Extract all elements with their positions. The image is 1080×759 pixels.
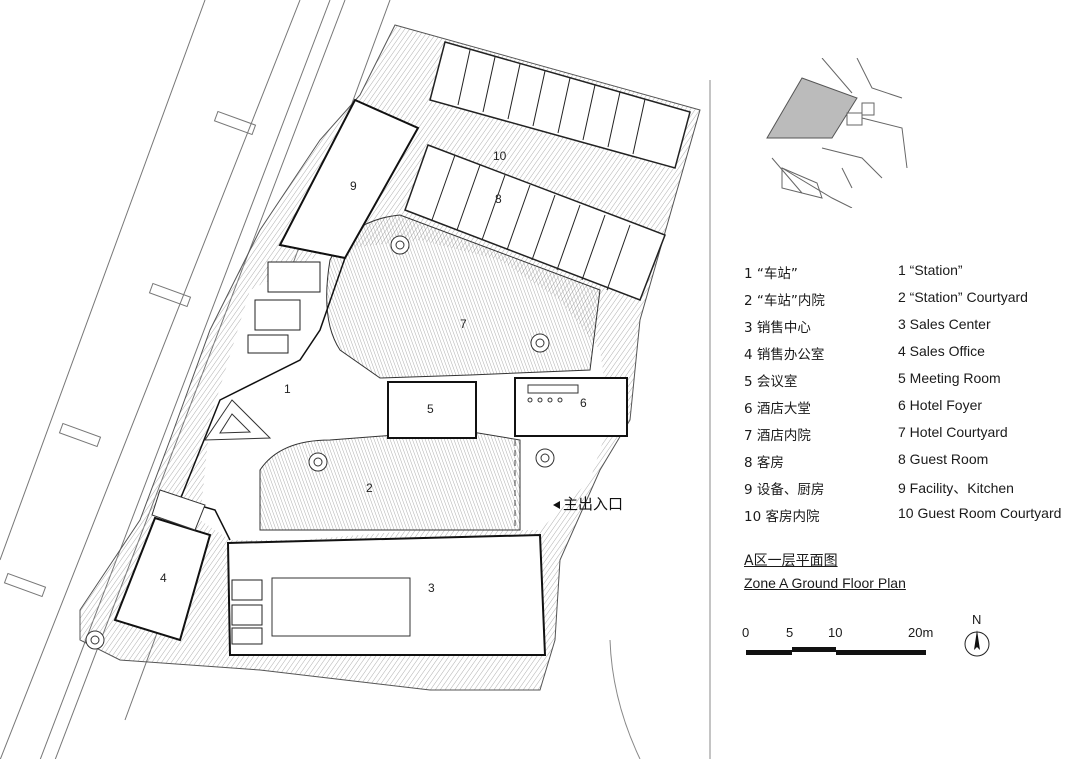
legend-item: 3 销售中心 3 Sales Center [744,316,1080,340]
legend-item-en: 7 Hotel Courtyard [898,424,1008,440]
legend-item: 6 酒店大堂 6 Hotel Foyer [744,397,1080,421]
scale-label-10: 10 [828,625,843,640]
hotel-foyer [514,377,628,437]
plan-title-en: Zone A Ground Floor Plan [744,575,906,591]
legend-item-en: 2 “Station” Courtyard [898,289,1028,305]
legend-item: 2 “车站”内院 2 “Station” Courtyard [744,289,1080,313]
legend-item-zh: 4 销售办公室 [744,347,825,363]
legend-item-en: 8 Guest Room [898,451,989,467]
room-number-6: 6 [580,396,587,410]
legend-item: 10 客房内院 10 Guest Room Courtyard [744,505,1080,529]
legend-item: 5 会议室 5 Meeting Room [744,370,1080,394]
north-label: N [972,612,982,627]
room-number-5: 5 [427,402,434,416]
room-number-7: 7 [460,317,467,331]
legend-item-zh: 7 酒店内院 [744,428,811,444]
legend-item-en: 9 Facility、Kitchen [898,480,1014,496]
legend-item-zh: 5 会议室 [744,374,798,390]
legend-item-zh: 9 设备、厨房 [744,482,825,498]
legend-item-en: 10 Guest Room Courtyard [898,505,1062,521]
room-number-9: 9 [350,179,357,193]
scale-bar-graphic [746,647,926,655]
sales-center [226,533,547,656]
north-arrow-icon: N [962,612,992,660]
floor-plan: 1 2 3 4 5 6 7 8 9 10 [0,0,711,759]
station-courtyard [259,429,521,531]
room-number-4: 4 [160,571,167,585]
legend-item: 8 客房 8 Guest Room [744,451,1080,475]
legend-item: 9 设备、厨房 9 Facility、Kitchen [744,478,1080,502]
main-entrance-label: 主出入口 [553,493,623,514]
legend-item-zh: 10 客房内院 [744,509,820,525]
room-number-10: 10 [493,149,507,163]
room-number-labels: 1 2 3 4 5 6 7 8 9 10 [160,149,587,595]
meeting-room [387,381,477,439]
legend-item-zh: 8 客房 [744,455,784,471]
scale-label-0: 0 [742,625,750,640]
legend-item: 7 酒店内院 7 Hotel Courtyard [744,424,1080,448]
legend-item-zh: 1 “车站” [744,266,798,282]
legend-item-en: 4 Sales Office [898,343,985,359]
plan-title-zh: A区一层平面图 [744,553,838,569]
guest-room-block-10 [429,41,691,169]
room-number-1: 1 [284,382,291,396]
legend-item-en: 5 Meeting Room [898,370,1001,386]
legend-item-zh: 2 “车站”内院 [744,293,825,309]
legend-item: 4 销售办公室 4 Sales Office [744,343,1080,367]
key-map [762,57,912,209]
trees [85,235,555,650]
entrance-arrow-icon [553,500,560,509]
room-number-3: 3 [428,581,435,595]
legend-item-en: 3 Sales Center [898,316,991,332]
legend-item-zh: 6 酒店大堂 [744,401,811,417]
scale-label-20: 20m [908,625,934,640]
guest-room-block-8 [404,144,666,301]
legend-item: 1 “车站” 1 “Station” [744,262,1080,286]
room-number-2: 2 [366,481,373,495]
legend-item-en: 6 Hotel Foyer [898,397,983,413]
scale-bar: 0 5 10 20m [742,625,942,666]
scale-label-5: 5 [786,625,794,640]
room-number-8: 8 [495,192,502,206]
legend-item-en: 1 “Station” [898,262,963,278]
legend-item-zh: 3 销售中心 [744,320,811,336]
main-entrance-text: 主出入口 [563,495,624,513]
